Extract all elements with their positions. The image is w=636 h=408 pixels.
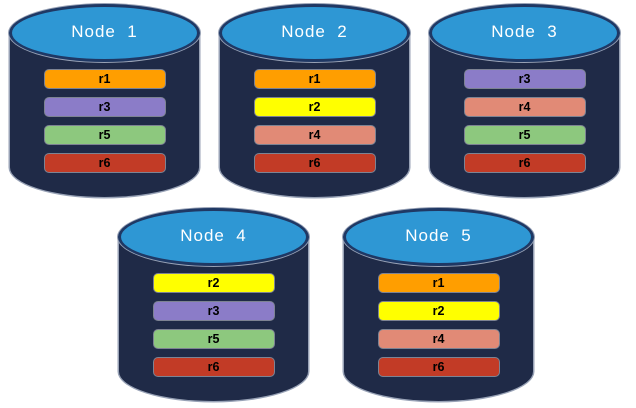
- node-title: Node 4: [180, 226, 247, 245]
- replica-bar-r2: r2: [153, 274, 274, 292]
- node-title: Node 3: [491, 22, 558, 41]
- replica-bar-r6: r6: [464, 154, 585, 172]
- node-cylinder-2: Node 2 r1 r2 r4 r6: [219, 4, 410, 201]
- replica-bar-r6: r6: [44, 154, 165, 172]
- cylinder-top: [429, 4, 620, 62]
- replica-bar-r2: r2: [254, 98, 375, 116]
- replica-bar-r4: r4: [254, 126, 375, 144]
- replica-bar-r2: r2: [378, 302, 499, 320]
- node-cylinder-4: Node 4 r2 r3 r5 r6: [118, 208, 309, 405]
- replica-bar-r4: r4: [464, 98, 585, 116]
- replica-bar-r5: r5: [153, 330, 274, 348]
- node-title: Node 5: [405, 226, 472, 245]
- replica-bar-r6: r6: [254, 154, 375, 172]
- replica-bar-r4: r4: [378, 330, 499, 348]
- replica-bar-r1: r1: [44, 70, 165, 88]
- node-cylinder-3: Node 3 r3 r4 r5 r6: [429, 4, 620, 201]
- node-title: Node 1: [71, 22, 138, 41]
- cylinder-top: [9, 4, 200, 62]
- cylinder-top: [219, 4, 410, 62]
- replica-bar-r3: r3: [464, 70, 585, 88]
- replica-bar-r6: r6: [153, 358, 274, 376]
- replica-bar-r3: r3: [44, 98, 165, 116]
- cylinder-top: [118, 208, 309, 266]
- replica-bar-r5: r5: [464, 126, 585, 144]
- node-cylinder-5: Node 5 r1 r2 r4 r6: [343, 208, 534, 405]
- replica-bar-r3: r3: [153, 302, 274, 320]
- node-cylinder-1: Node 1 r1 r3 r5 r6: [9, 4, 200, 201]
- replica-bar-r6: r6: [378, 358, 499, 376]
- replica-bar-r5: r5: [44, 126, 165, 144]
- replica-bar-r1: r1: [254, 70, 375, 88]
- node-title: Node 2: [281, 22, 348, 41]
- replica-bar-r1: r1: [378, 274, 499, 292]
- cylinder-top: [343, 208, 534, 266]
